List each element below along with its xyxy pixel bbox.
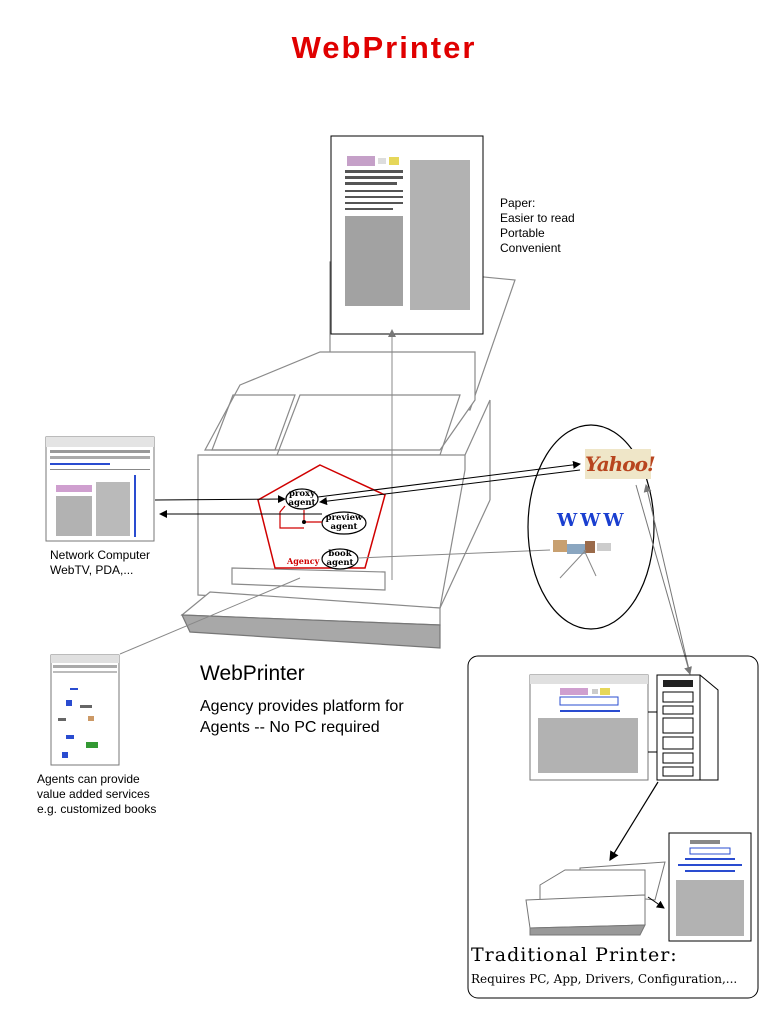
network-computer-notes: Network Computer WebTV, PDA,...	[50, 548, 151, 577]
webprinter-heading: WebPrinter	[200, 662, 305, 685]
paper-notes: Paper: Easier to read Portable Convenien…	[500, 196, 575, 255]
preview-agent-oval	[321, 511, 367, 535]
traditional-printer-title: Traditional Printer:	[471, 944, 678, 966]
server-tower-icon	[656, 674, 719, 781]
agents-notes: Agents can provide value added services …	[37, 772, 157, 816]
www-ellipse	[527, 424, 655, 630]
traditional-printer-icon	[525, 861, 666, 936]
proxy-agent-oval	[285, 488, 319, 510]
agency-label: Agency	[287, 556, 320, 566]
page-title: WebPrinter	[291, 30, 477, 65]
yahoo-logo: Yahoo!	[585, 449, 656, 479]
web-logos-icon	[553, 540, 611, 579]
www-label: WWW	[557, 510, 627, 531]
traditional-printed-page	[668, 832, 752, 942]
network-computer-screen	[45, 436, 155, 542]
traditional-browser-screen	[529, 674, 649, 781]
traditional-printer-subtitle: Requires PC, App, Drivers, Configuration…	[471, 972, 738, 986]
book-agent-oval	[321, 548, 359, 570]
traditional-printer-panel	[467, 655, 759, 999]
webprinter-description: WebPrinter Agency provides platform for …	[200, 662, 404, 736]
printed-page	[330, 135, 484, 335]
agent-book-screen	[50, 654, 120, 766]
